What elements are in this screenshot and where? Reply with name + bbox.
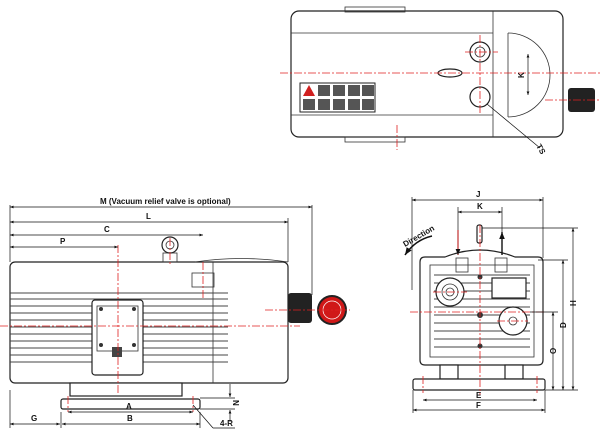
dim-d: D bbox=[559, 322, 568, 328]
nameplate bbox=[491, 277, 527, 299]
dim-n: N bbox=[231, 400, 240, 406]
dim-o: O bbox=[549, 348, 558, 354]
dim-l: L bbox=[146, 212, 151, 221]
front-view: Direction J K H D O E F bbox=[402, 190, 578, 413]
dim-j: J bbox=[476, 190, 480, 199]
terminal-box bbox=[91, 299, 144, 376]
dim-f: F bbox=[476, 401, 481, 410]
dim-m: M (Vacuum relief valve is optional) bbox=[100, 197, 231, 206]
dim-h: H bbox=[569, 300, 578, 306]
warning-pictograms bbox=[303, 85, 374, 110]
shaft-top bbox=[568, 88, 595, 112]
dim-a: A bbox=[126, 402, 132, 411]
dim-e: E bbox=[476, 391, 482, 400]
dim-k: K bbox=[477, 202, 483, 211]
dim-4r: 4-R bbox=[220, 419, 233, 428]
base-feet bbox=[60, 398, 201, 410]
top-view: K TS bbox=[280, 6, 600, 156]
dim-b: B bbox=[127, 414, 133, 423]
side-view: M (Vacuum relief valve is optional) L C … bbox=[0, 197, 350, 429]
front-base bbox=[412, 378, 546, 391]
shaft-side bbox=[288, 293, 312, 323]
dim-c: C bbox=[104, 225, 110, 234]
dim-k-top: K bbox=[517, 72, 526, 78]
dim-g: G bbox=[31, 414, 37, 423]
dim-p: P bbox=[60, 237, 66, 246]
